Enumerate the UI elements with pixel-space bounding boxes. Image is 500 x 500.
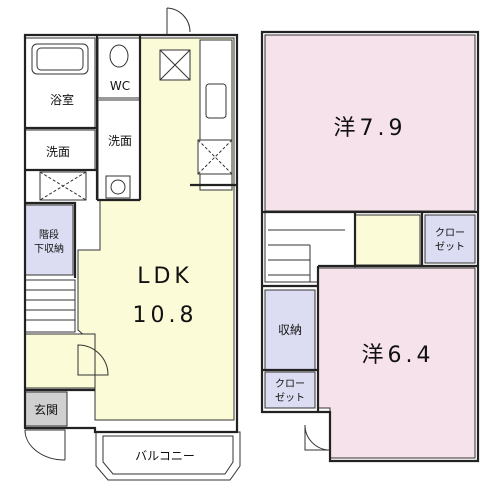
closet-a <box>424 214 476 264</box>
storage <box>264 289 316 371</box>
bathroom-label: 浴室 <box>50 92 74 107</box>
entrance-label: 玄関 <box>34 402 58 417</box>
wc-label: WC <box>110 79 130 93</box>
washbasin-label: 洗面 <box>108 134 132 148</box>
ldk-size-label: 10.8 <box>133 303 198 328</box>
bedroom-a-label: 洋7.9 <box>334 116 407 141</box>
balcony-label: バルコニー <box>135 449 195 463</box>
closet-a-label-1: クロー <box>435 227 465 239</box>
stair-storage <box>24 204 74 276</box>
bedroom-a <box>264 34 476 212</box>
floor1-stairs <box>24 279 76 333</box>
floor2-hallway <box>354 214 421 266</box>
washroom-label: 洗面 <box>46 145 70 159</box>
floor1-outer-wall <box>23 33 239 434</box>
closet-b <box>264 371 316 409</box>
floor1-plan: バルコニー 浴室 WC 洗面 洗面 階段 下収納 <box>23 7 241 481</box>
closet-b-label-2: ゼット <box>275 392 305 404</box>
storage-label: 収納 <box>278 323 302 337</box>
ldk-label: LDK <box>137 264 193 289</box>
hallway <box>24 333 96 389</box>
bedroom-b-label: 洋6.4 <box>362 343 435 368</box>
stair-storage-label-1: 階段 <box>39 228 59 241</box>
floor2-plan: 洋7.9 クロー ゼット 洋6.4 収納 クロー ゼット <box>260 30 480 463</box>
closet-a-label-2: ゼット <box>435 241 465 253</box>
stair-storage-label-2: 下収納 <box>34 242 64 255</box>
washroom <box>24 129 96 171</box>
closet-b-label-1: クロー <box>275 378 305 390</box>
balcony <box>95 431 241 481</box>
entrance <box>24 391 68 427</box>
floor2-outer-wall <box>260 30 480 463</box>
